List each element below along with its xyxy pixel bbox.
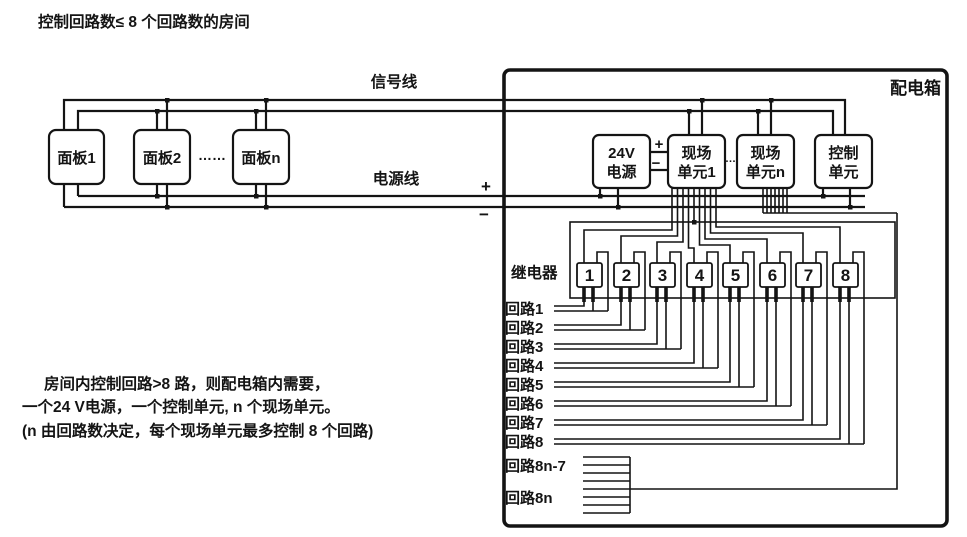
power-minus-sign: −: [479, 205, 489, 224]
circuit-7-label: 回路7: [505, 414, 543, 432]
circuit-wires: [554, 301, 864, 445]
distribution-box-label: 配电箱: [890, 78, 941, 98]
control-label-line2: 单元: [828, 163, 858, 181]
circuit-6-label: 回路6: [505, 395, 543, 413]
relay-staple-wires: [596, 251, 865, 444]
relay-4-number: 4: [695, 266, 705, 285]
relay-2-number: 2: [622, 266, 631, 285]
unit-signal-leg-wires: [687, 100, 773, 135]
psu-label-line1: 24V: [608, 145, 635, 162]
relay-7-box: [795, 262, 822, 288]
relay-row-label: 继电器: [511, 263, 558, 282]
field-unit-n-box: [735, 133, 796, 190]
note-line-2: 一个24 V电源，一个控制单元, n 个现场单元。: [22, 397, 340, 416]
panel-leg-wires: [155, 100, 268, 207]
panel-2-box: [132, 128, 192, 186]
power-plus-sign: +: [481, 177, 491, 196]
field-unit-1-box: [666, 133, 727, 190]
relay-6-box: [759, 262, 786, 288]
signal-bus-label: 信号线: [371, 72, 418, 91]
diagram-title: 控制回路数≤ 8 个回路数的房间: [38, 12, 250, 31]
psu-label-line2: 电源: [606, 163, 636, 181]
field1-fanout-wires: [583, 188, 841, 263]
panel-1-label: 面板1: [57, 149, 95, 167]
field1-label-line2: 单元1: [677, 163, 715, 181]
relay-3-number: 3: [658, 266, 667, 285]
note-line-3: (n 由回路数决定，每个现场单元最多控制 8 个回路): [22, 421, 373, 440]
circuit-2-label: 回路2: [505, 319, 543, 337]
relay-group-frame: [569, 221, 896, 299]
junction-dots: [155, 98, 853, 225]
relay-7-number: 7: [804, 266, 813, 285]
fieldn-label-line2: 单元n: [746, 163, 785, 181]
circuit-1-label: 回路1: [505, 300, 543, 318]
field1-label-line1: 现场: [681, 145, 711, 162]
relay-4-box: [686, 262, 713, 288]
power-leg-wires: [598, 188, 852, 207]
relay-2-box: [613, 262, 640, 288]
relay-1-number: 1: [585, 266, 594, 285]
panel-1-box: [47, 128, 106, 186]
relay-1-box: [576, 262, 603, 288]
panel-n-box: [231, 128, 291, 186]
control-unit-box: [813, 133, 874, 190]
circuit-8n-label: 回路8n: [505, 489, 553, 507]
circuit-3-label: 回路3: [505, 338, 543, 356]
signal-power-bus-wires: [62, 98, 865, 209]
fieldn-label-line1: 现场: [750, 145, 780, 162]
relay-3-box: [649, 262, 676, 288]
psu-field1-wires: [650, 150, 668, 172]
psu-plus-sign: +: [655, 136, 664, 153]
panel-ellipsis: ……: [198, 147, 226, 163]
circuit-5-label: 回路5: [505, 376, 543, 394]
distribution-box-border: [502, 68, 949, 528]
relay-8-number: 8: [841, 266, 850, 285]
relay-5-box: [722, 262, 749, 288]
relay-6-number: 6: [768, 266, 777, 285]
extra-circuit-bundle: [583, 456, 631, 514]
circuit-8n-7-label: 回路8n-7: [505, 457, 566, 475]
relay-5-number: 5: [731, 266, 740, 285]
fieldn-bundle-wires: [630, 188, 898, 490]
unit-ellipsis: …: [725, 153, 736, 165]
psu-24v-box: [591, 133, 652, 190]
panel-2-label: 面板2: [143, 149, 181, 167]
relay-8-box: [832, 262, 859, 288]
circuit-8-label: 回路8: [505, 433, 543, 451]
power-bus-label: 电源线: [373, 169, 420, 188]
psu-minus-sign: −: [652, 155, 661, 172]
relay-terminal-stubs: [582, 287, 851, 302]
note-line-1: 房间内控制回路>8 路，则配电箱内需要，: [44, 374, 329, 393]
circuit-4-label: 回路4: [505, 357, 544, 375]
control-label-line1: 控制: [828, 144, 858, 162]
panel-n-label: 面板n: [241, 149, 280, 167]
